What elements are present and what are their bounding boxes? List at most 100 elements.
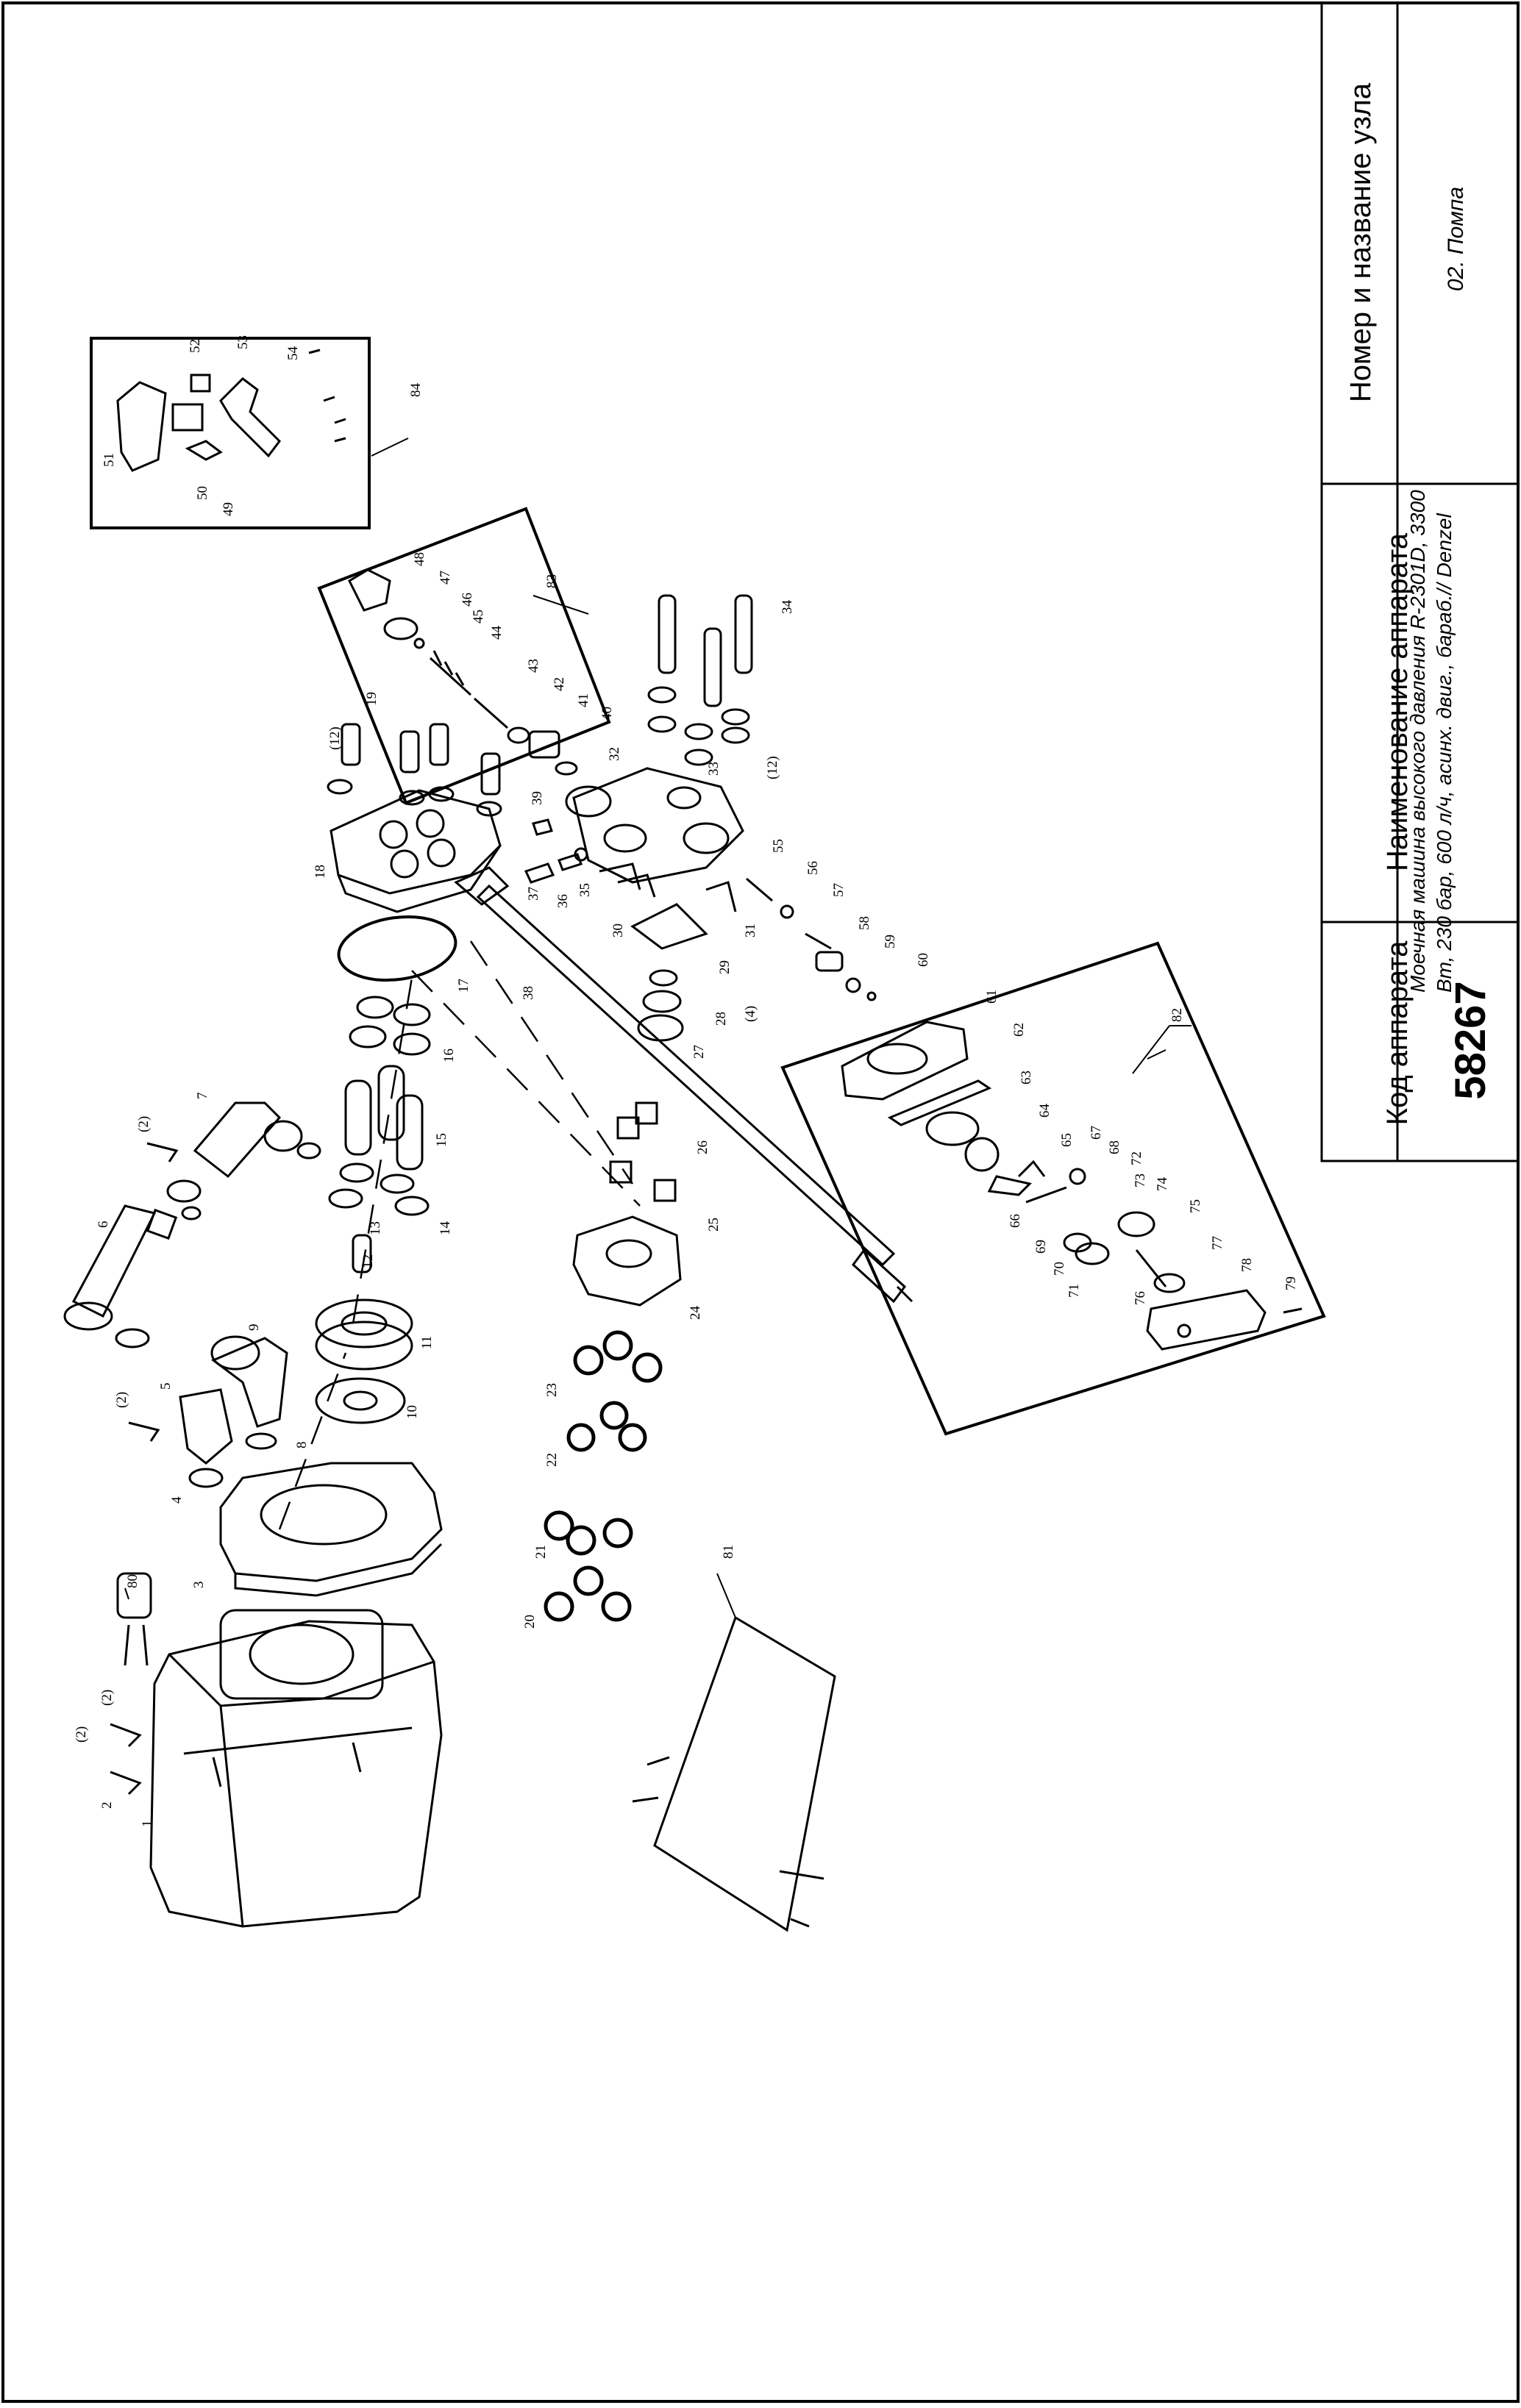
part-number-69: 69 <box>1033 1240 1049 1254</box>
part-number-63: 63 <box>1019 1071 1034 1085</box>
part-valve-block-24 <box>572 1101 682 1307</box>
quantity-label: (12) <box>765 756 780 779</box>
part-number-37: 37 <box>526 887 541 901</box>
quantity-label: (2) <box>74 1726 89 1743</box>
part-number-83: 83 <box>544 574 560 588</box>
frame-84 <box>90 337 371 529</box>
part-number-21: 21 <box>533 1545 549 1559</box>
title-block <box>1320 1 1520 1162</box>
part-number-30: 30 <box>610 923 626 937</box>
part-number-47: 47 <box>438 571 453 585</box>
part-unloader-82 <box>841 1021 1303 1351</box>
part-number-27: 27 <box>691 1045 707 1059</box>
quantity-label: (12) <box>327 726 343 750</box>
part-number-18: 18 <box>313 865 328 879</box>
part-number-41: 41 <box>576 693 591 707</box>
part-number-5: 5 <box>158 1382 174 1390</box>
part-number-48: 48 <box>412 552 427 566</box>
part-pump-body-32 <box>565 767 744 884</box>
part-number-42: 42 <box>552 677 567 691</box>
part-switch-84 <box>116 349 346 472</box>
part-oring-17 <box>337 915 457 982</box>
part-number-9: 9 <box>246 1323 262 1332</box>
part-number-64: 64 <box>1037 1104 1052 1118</box>
part-number-19: 19 <box>364 692 380 706</box>
part-number-73: 73 <box>1133 1173 1148 1187</box>
part-number-39: 39 <box>530 791 545 805</box>
part-number-4: 4 <box>169 1496 185 1504</box>
part-bearing-10-11 <box>315 1298 413 1424</box>
part-number-10: 10 <box>405 1405 420 1419</box>
quantity-label: (2) <box>136 1115 152 1132</box>
part-number-68: 68 <box>1107 1140 1122 1154</box>
part-number-46: 46 <box>460 593 475 607</box>
part-number-76: 76 <box>1133 1291 1148 1305</box>
part-number-54: 54 <box>285 346 301 360</box>
part-number-50: 50 <box>195 486 210 500</box>
part-seals-20-23 <box>544 1330 663 1622</box>
part-number-40: 40 <box>599 707 615 721</box>
part-number-61: 61 <box>984 990 1000 1004</box>
node-header: Номер и название узла <box>1344 82 1377 403</box>
part-number-58: 58 <box>857 916 872 930</box>
part-lance-38 <box>454 866 913 1304</box>
part-number-57: 57 <box>831 883 847 897</box>
part-number-56: 56 <box>805 861 821 875</box>
part-number-51: 51 <box>101 453 117 467</box>
part-number-7: 7 <box>195 1092 210 1100</box>
part-number-53: 53 <box>235 335 251 349</box>
part-number-43: 43 <box>526 659 541 673</box>
part-number-15: 15 <box>434 1133 449 1147</box>
part-number-67: 67 <box>1089 1126 1104 1140</box>
part-number-78: 78 <box>1239 1258 1255 1272</box>
part-number-44: 44 <box>489 626 505 640</box>
part-number-66: 66 <box>1008 1214 1023 1228</box>
part-small-35-39 <box>524 818 588 884</box>
part-number-71: 71 <box>1066 1284 1082 1298</box>
part-number-84: 84 <box>408 383 424 397</box>
quantity-label: (2) <box>114 1391 129 1408</box>
part-number-24: 24 <box>688 1306 703 1320</box>
part-flange-plate <box>219 1462 443 1597</box>
part-number-31: 31 <box>743 923 758 937</box>
sub-assembly-frames <box>90 337 1326 1436</box>
part-number-25: 25 <box>706 1218 722 1232</box>
part-number-49: 49 <box>221 502 236 516</box>
part-number-13: 13 <box>368 1221 383 1235</box>
part-number-77: 77 <box>1210 1236 1225 1250</box>
part-bolts-34 <box>647 594 753 766</box>
part-screws-55-60 <box>746 877 877 1001</box>
part-number-28: 28 <box>713 1012 729 1026</box>
part-number-52: 52 <box>188 339 203 353</box>
part-number-60: 60 <box>916 953 931 967</box>
part-motor-housing <box>149 1609 443 1928</box>
part-number-65: 65 <box>1059 1133 1075 1147</box>
frame-83 <box>317 507 611 805</box>
part-number-11: 11 <box>419 1335 435 1349</box>
part-number-8: 8 <box>294 1441 310 1449</box>
part-number-23: 23 <box>544 1383 560 1397</box>
part-elbow-7 <box>166 1101 321 1221</box>
part-number-74: 74 <box>1155 1177 1170 1191</box>
part-number-34: 34 <box>780 600 795 614</box>
part-number-75: 75 <box>1188 1199 1203 1213</box>
part-number-22: 22 <box>544 1453 560 1467</box>
part-number-62: 62 <box>1011 1023 1027 1037</box>
part-number-70: 70 <box>1052 1262 1067 1276</box>
part-number-20: 20 <box>522 1615 538 1629</box>
leader-lines <box>124 437 1191 1618</box>
part-bolts-19 <box>327 723 502 817</box>
part-number-16: 16 <box>441 1048 457 1062</box>
part-number-55: 55 <box>771 839 786 853</box>
part-number-82: 82 <box>1169 1008 1185 1022</box>
part-number-33: 33 <box>706 762 722 776</box>
part-number-80: 80 <box>125 1574 140 1588</box>
part-number-38: 38 <box>521 986 536 1000</box>
part-hose-6 <box>63 1204 178 1348</box>
part-number-59: 59 <box>883 935 898 948</box>
part-number-32: 32 <box>607 747 622 761</box>
frame-82 <box>780 941 1326 1436</box>
part-number-45: 45 <box>471 610 486 624</box>
